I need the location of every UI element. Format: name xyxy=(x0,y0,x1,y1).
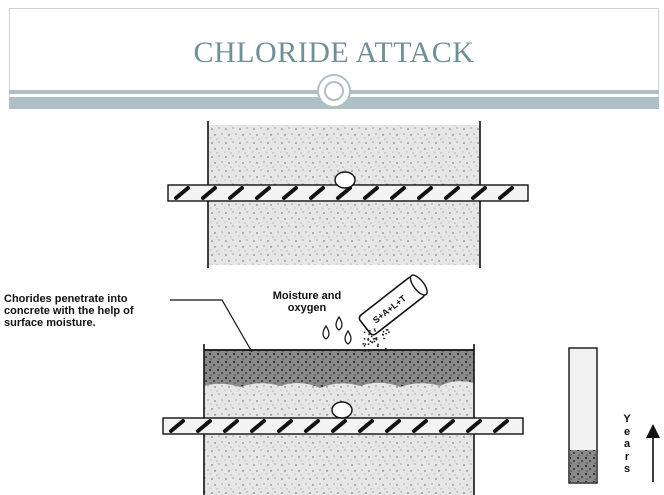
moisture-droplets xyxy=(322,315,352,345)
rebar-attacked xyxy=(162,401,524,435)
air-void-bottom xyxy=(331,401,353,419)
salt-particle xyxy=(367,350,370,352)
rebar-initial xyxy=(167,171,529,202)
salt-particle xyxy=(369,340,372,343)
rebar-ribs-bottom xyxy=(169,419,509,433)
rebar-rib xyxy=(385,419,401,433)
rebar-rib xyxy=(336,186,352,200)
salt-particle xyxy=(368,333,370,336)
droplet-icon xyxy=(322,324,330,340)
salt-particle xyxy=(383,337,385,340)
time-axis-letter: s xyxy=(623,463,631,475)
rebar-rib xyxy=(331,419,347,433)
droplet-icon xyxy=(344,329,352,345)
salt-particle xyxy=(384,347,387,350)
title-ring-inner xyxy=(324,81,344,101)
salt-particle xyxy=(386,329,389,331)
time-axis-letter: r xyxy=(624,450,630,463)
rebar-rib xyxy=(309,186,325,200)
time-axis-label: Y e a r s xyxy=(621,413,633,476)
salt-particle xyxy=(384,349,387,352)
rebar-rib xyxy=(250,419,266,433)
chloride-penetration-layer xyxy=(204,350,474,388)
time-arrow-up-icon xyxy=(646,424,660,482)
rebar-rib xyxy=(471,186,487,200)
salt-particle xyxy=(377,343,379,346)
slide-title: CHLORIDE ATTACK xyxy=(193,36,475,69)
salt-particle xyxy=(374,337,377,340)
falling-salt-particles xyxy=(362,328,390,352)
salt-particle xyxy=(371,341,373,344)
air-void-top xyxy=(334,171,356,189)
time-gauge-fill xyxy=(570,450,596,482)
rebar-rib xyxy=(358,419,374,433)
rebar-rib xyxy=(201,186,217,200)
rebar-rib xyxy=(363,186,379,200)
salt-particle xyxy=(364,343,367,346)
rebar-rib xyxy=(277,419,293,433)
rebar-rib xyxy=(228,186,244,200)
salt-particle xyxy=(373,328,376,331)
rebar-rib xyxy=(439,419,455,433)
salt-container: S+A+L+T xyxy=(358,274,428,336)
salt-particle xyxy=(363,331,366,334)
rebar-rib xyxy=(412,419,428,433)
rebar-rib xyxy=(282,186,298,200)
rebar-rib xyxy=(466,419,482,433)
salt-particle xyxy=(385,332,387,335)
rebar-rib xyxy=(223,419,239,433)
annotation-leader-line xyxy=(170,299,253,353)
time-axis-letter: Y xyxy=(623,413,631,425)
salt-particle xyxy=(364,350,366,352)
rebar-rib xyxy=(417,186,433,200)
rebar-rib xyxy=(174,186,190,200)
salt-particle xyxy=(363,344,366,347)
salt-particle xyxy=(375,337,378,339)
rebar-rib xyxy=(304,419,320,433)
rebar-rib xyxy=(169,419,185,433)
rebar-rib xyxy=(493,419,509,433)
salt-particle xyxy=(374,329,376,332)
salt-particle xyxy=(363,337,366,340)
rebar-rib xyxy=(498,186,514,200)
salt-particle xyxy=(368,330,371,333)
salt-particle xyxy=(367,338,370,341)
salt-particle xyxy=(388,331,390,333)
salt-particle xyxy=(376,345,379,347)
time-gauge xyxy=(568,347,598,484)
salt-particle xyxy=(370,335,373,338)
title-ring-ornament xyxy=(317,74,351,108)
rebar-rib xyxy=(444,186,460,200)
salt-particle xyxy=(381,333,384,336)
rebar-rib xyxy=(196,419,212,433)
salt-particle xyxy=(373,340,376,343)
salt-particle xyxy=(375,338,378,341)
salt-particle xyxy=(381,349,384,352)
salt-particle xyxy=(372,337,375,340)
salt-particle xyxy=(362,342,365,345)
rebar-ribs-top xyxy=(174,186,514,200)
rebar-rib xyxy=(255,186,271,200)
salt-container-cap xyxy=(409,274,428,296)
moisture-oxygen-annotation: Moisture and oxygen xyxy=(272,290,342,314)
rebar-rib xyxy=(390,186,406,200)
salt-particle xyxy=(367,343,370,346)
time-axis-letter: e xyxy=(623,425,631,438)
droplet-icon xyxy=(335,315,343,331)
chloride-penetration-annotation: Chorides penetrate into concrete with th… xyxy=(4,293,134,329)
time-axis-letter: a xyxy=(623,438,631,450)
salt-particle xyxy=(382,330,385,333)
